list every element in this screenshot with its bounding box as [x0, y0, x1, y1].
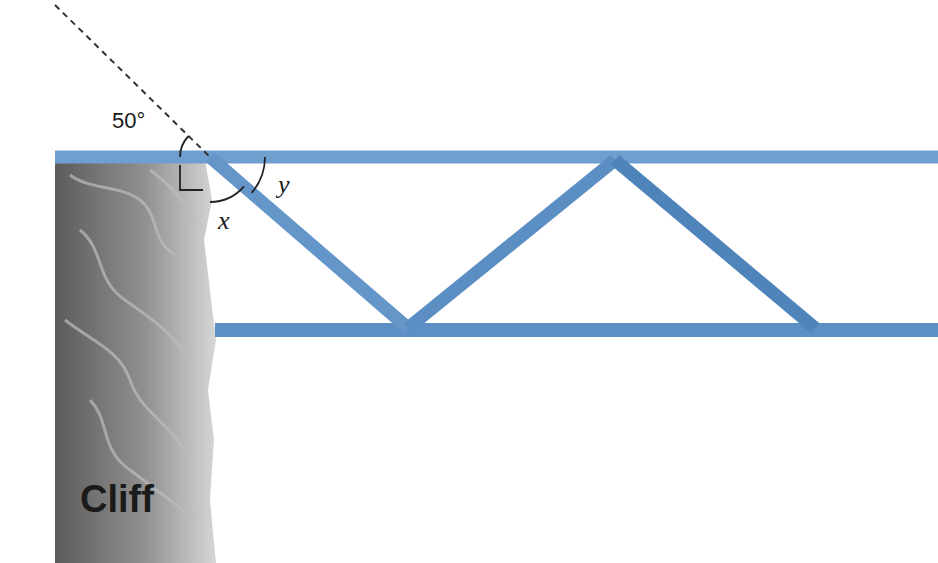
- angle-arc: [210, 186, 244, 202]
- cliff-label: Cliff: [80, 480, 154, 518]
- dashed-line: [55, 5, 210, 157]
- rock-texture: [65, 170, 195, 520]
- diagonal-member: [615, 160, 815, 328]
- diagonal-member: [408, 160, 615, 328]
- angle-label: 50°: [112, 110, 145, 132]
- angle-arc: [180, 136, 189, 157]
- diagonal-member: [210, 157, 408, 328]
- top-beam: [55, 151, 938, 164]
- cliff-rock: [55, 160, 216, 563]
- angle-variable: x: [218, 208, 230, 234]
- right-angle-mark: [180, 165, 203, 190]
- angle-arc: [252, 157, 265, 193]
- bottom-beam: [215, 323, 938, 337]
- angle-variable: y: [278, 172, 290, 198]
- truss: [55, 157, 938, 330]
